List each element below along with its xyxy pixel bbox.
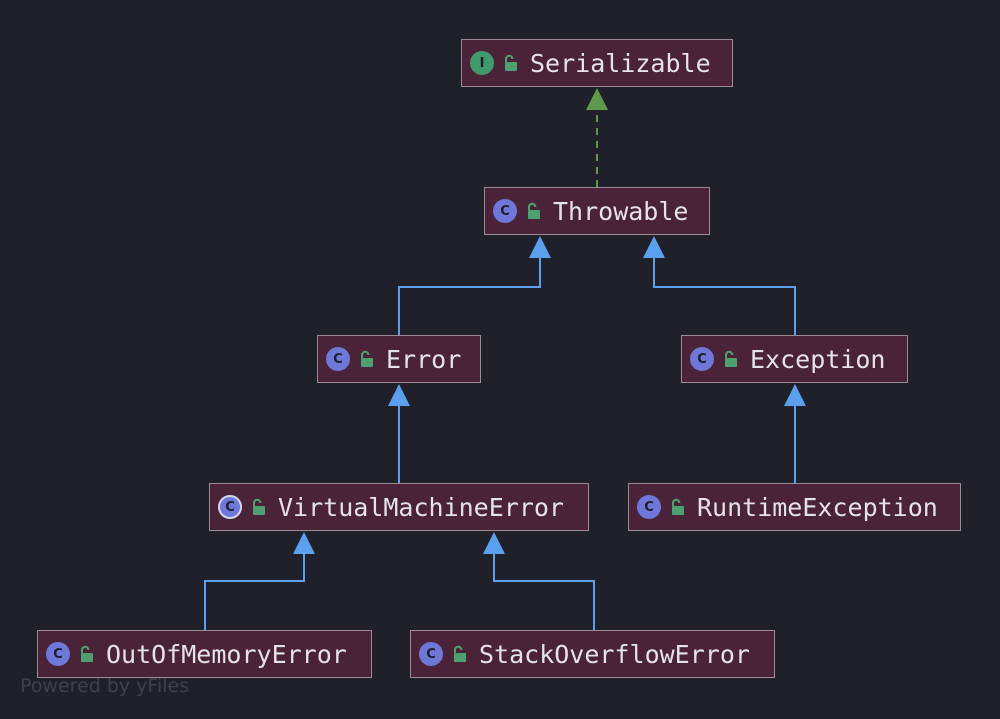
node-runtimeexception[interactable]: C RuntimeException — [628, 483, 961, 531]
node-error[interactable]: C Error — [317, 335, 481, 383]
unlocked-padlock-icon — [451, 645, 467, 663]
node-label: StackOverflowError — [479, 639, 750, 669]
edge-exception-to-throwable — [653, 258, 796, 335]
node-label: RuntimeException — [697, 492, 938, 522]
class-c-icon: C — [326, 347, 350, 371]
arrowhead-stackoverflowerror-to-virtualmachineerror — [483, 532, 505, 554]
edge-stackoverflowerror-to-virtualmachineerror — [493, 554, 595, 630]
node-label: Throwable — [553, 196, 689, 226]
class-c-icon: C — [419, 642, 443, 666]
class-c-icon: C — [46, 642, 70, 666]
arrowhead-outofmemoryerror-to-virtualmachineerror — [293, 532, 315, 554]
node-stackoverflowerror[interactable]: C StackOverflowError — [410, 630, 775, 678]
class-c-icon: C — [493, 199, 517, 223]
arrowhead-throwable-to-serializable — [586, 88, 608, 110]
unlocked-padlock-icon — [358, 350, 374, 368]
arrowhead-runtimeexception-to-exception — [784, 384, 806, 406]
unlocked-padlock-icon — [250, 498, 266, 516]
node-serializable[interactable]: I Serializable — [461, 39, 733, 87]
edge-outofmemoryerror-to-virtualmachineerror — [204, 554, 305, 630]
unlocked-padlock-icon — [502, 54, 518, 72]
unlocked-padlock-icon — [525, 202, 541, 220]
unlocked-padlock-icon — [669, 498, 685, 516]
unlocked-padlock-icon — [722, 350, 738, 368]
arrowhead-exception-to-throwable — [643, 236, 665, 258]
abstract-class-c-icon: C — [218, 495, 242, 519]
watermark: Powered by yFiles — [20, 675, 190, 697]
class-c-icon: C — [690, 347, 714, 371]
arrowhead-error-to-throwable — [529, 236, 551, 258]
node-throwable[interactable]: C Throwable — [484, 187, 710, 235]
edge-error-to-throwable — [398, 258, 541, 335]
node-exception[interactable]: C Exception — [681, 335, 908, 383]
node-label: Serializable — [530, 48, 711, 78]
unlocked-padlock-icon — [78, 645, 94, 663]
node-outofmemoryerror[interactable]: C OutOfMemoryError — [37, 630, 372, 678]
node-label: Exception — [750, 344, 886, 374]
node-label: OutOfMemoryError — [106, 639, 347, 669]
class-c-icon: C — [637, 495, 661, 519]
node-label: VirtualMachineError — [278, 492, 564, 522]
node-virtualmachineerror[interactable]: C VirtualMachineError — [209, 483, 589, 531]
interface-i-icon: I — [470, 51, 494, 75]
arrowhead-virtualmachineerror-to-error — [388, 384, 410, 406]
node-label: Error — [386, 344, 462, 374]
